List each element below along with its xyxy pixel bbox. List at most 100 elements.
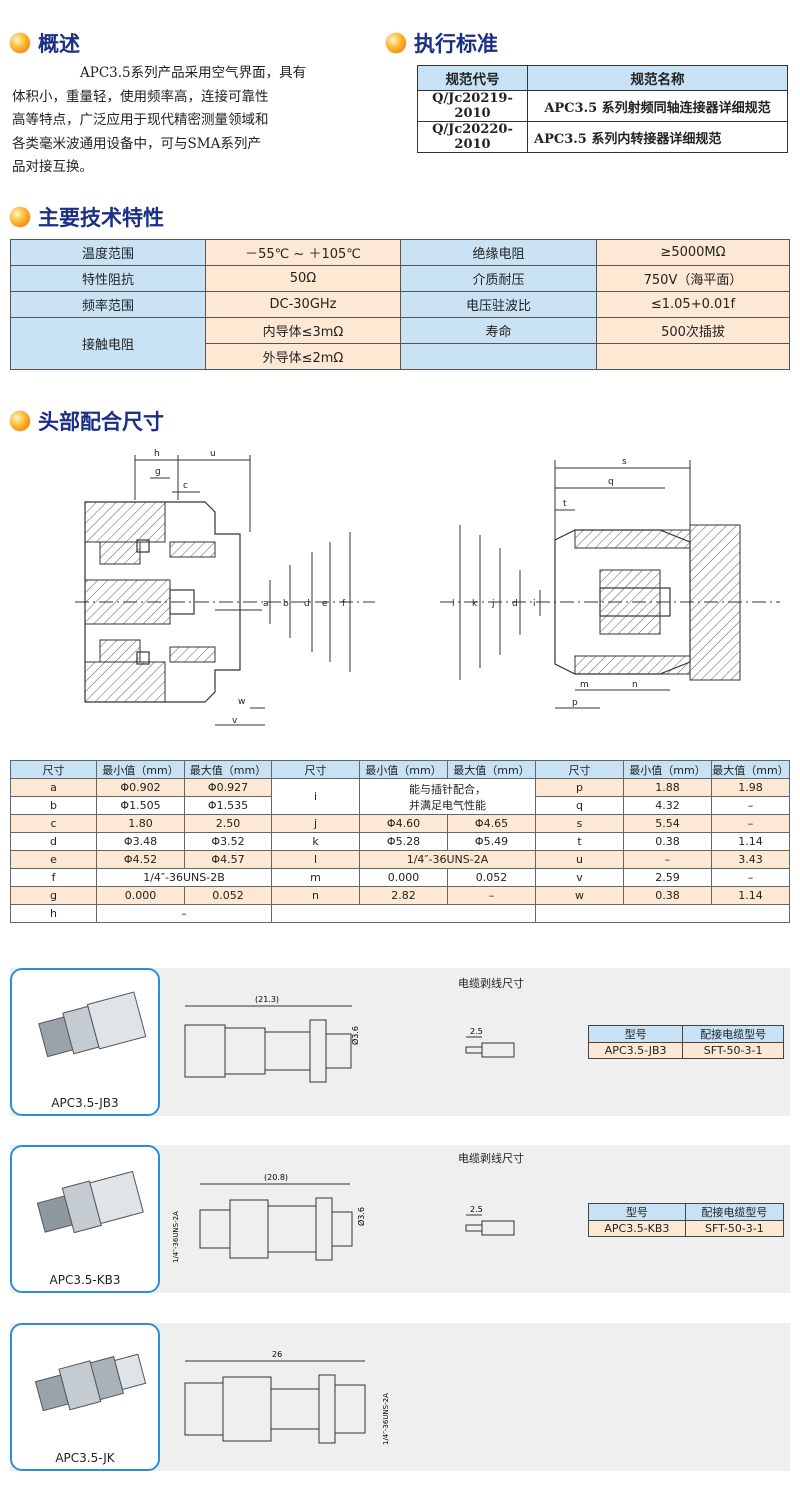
dia-dim: Ø3.6 xyxy=(356,1207,366,1226)
bullet-icon xyxy=(10,411,30,431)
dim-cell: 0.38 xyxy=(623,886,712,905)
feature-empty xyxy=(596,343,790,370)
dim-cell: – xyxy=(711,868,790,887)
feature-value: DC-30GHz xyxy=(205,291,401,318)
dim-cell: i xyxy=(271,778,360,815)
std-code: Q/Jc20219-2010 xyxy=(417,90,528,122)
oring-icon xyxy=(136,651,150,665)
product-photo-card[interactable]: APC3.5-JB3 xyxy=(10,968,160,1116)
feature-value: 外导体≤2mΩ xyxy=(205,343,401,370)
strip-drawing: 2.5 xyxy=(465,1027,515,1058)
dim-cell: Φ0.927 xyxy=(184,778,272,797)
feature-label: 寿命 xyxy=(400,317,597,344)
product-photo-card[interactable]: APC3.5-JK xyxy=(10,1323,160,1471)
dim-header: 尺寸 xyxy=(10,760,97,779)
thread-dim: 1/4″-36UNS-2A xyxy=(382,1393,390,1445)
feature-value: ≥5000MΩ xyxy=(596,239,790,266)
dim-cell: 2.59 xyxy=(623,868,712,887)
dim-cell: m xyxy=(271,868,360,887)
dim-cell: 5.54 xyxy=(623,814,712,833)
overview-line: APC3.5系列产品采用空气界面，具有 xyxy=(80,65,307,81)
dim-cell: – xyxy=(96,904,272,923)
bullet-icon xyxy=(10,207,30,227)
dim-cell: 1.88 xyxy=(623,778,712,797)
dim-label-e: e xyxy=(322,599,328,609)
dielectric-hatch xyxy=(99,639,141,663)
dim-cell: p xyxy=(535,778,624,797)
dim-label-w: w xyxy=(238,697,245,707)
product-name: APC3.5-JK xyxy=(55,1451,115,1465)
feature-label: 接触电阻 xyxy=(10,317,206,370)
dim-label-u: u xyxy=(210,449,216,459)
dim-header: 最大值（mm） xyxy=(711,760,790,779)
std-name: APC3.5 系列射频同轴连接器详细规范 xyxy=(527,90,788,122)
product-name: APC3.5-KB3 xyxy=(49,1273,121,1287)
bullet-icon xyxy=(10,33,30,53)
dim-cell: v xyxy=(535,868,624,887)
dim-header: 最小值（mm） xyxy=(623,760,712,779)
standards-table: 规范代号 规范名称 Q/Jc20219-2010 APC3.5 系列射频同轴连接… xyxy=(417,65,788,153)
body-hatch xyxy=(169,541,216,558)
body-hatch xyxy=(84,661,166,703)
dim-cell: u xyxy=(535,850,624,869)
feature-label: 绝缘电阻 xyxy=(400,239,597,266)
dim-cell: 1.98 xyxy=(711,778,790,797)
dim-cell: 4.32 xyxy=(623,796,712,815)
dim-cell: Φ5.49 xyxy=(447,832,536,851)
male-interface-drawing xyxy=(440,460,780,709)
feature-label: 温度范围 xyxy=(10,239,206,266)
strip-len: 2.5 xyxy=(470,1027,483,1036)
dim-cell: Φ3.52 xyxy=(184,832,272,851)
overview-line: 品对接互换。 xyxy=(12,159,93,175)
dim-label-n: n xyxy=(632,680,638,690)
connector-photo-icon xyxy=(34,1353,147,1412)
shell-hatch xyxy=(574,529,691,549)
dim-label-h: h xyxy=(154,449,160,459)
dim-label-a: a xyxy=(263,599,269,609)
section-title-mating: 头部配合尺寸 xyxy=(10,406,164,436)
dim-label-s: s xyxy=(622,457,627,467)
dim-header: 尺寸 xyxy=(271,760,360,779)
cable-cell: SFT-50-3-1 xyxy=(682,1042,784,1059)
dim-header: 尺寸 xyxy=(535,760,624,779)
dim-label-q: q xyxy=(608,477,614,487)
body-hatch xyxy=(84,501,166,543)
dim-label-v: v xyxy=(232,716,238,726)
dim-cell: Φ4.57 xyxy=(184,850,272,869)
dim-header: 最大值（mm） xyxy=(447,760,536,779)
product-drawing: 26 1/4″-36UNS-2A xyxy=(184,1350,390,1445)
connector-photo-icon xyxy=(38,991,147,1058)
length-dim: 26 xyxy=(272,1350,282,1359)
product-photo-card[interactable]: APC3.5-KB3 xyxy=(10,1145,160,1293)
dim-cell: 2.50 xyxy=(184,814,272,833)
strip-title: 电缆剥线尺寸 xyxy=(458,1152,524,1165)
dim-cell: Φ1.535 xyxy=(184,796,272,815)
dielectric-hatch xyxy=(599,569,661,635)
feature-value: 500次插拔 xyxy=(596,317,790,344)
right-dim-labels: s q t l k j d i m n p xyxy=(452,457,638,708)
dim-label-b: b xyxy=(283,599,289,609)
dimensions-table: 尺寸 最小值（mm） 最大值（mm） 尺寸 最小值（mm） 最大值（mm） 尺寸… xyxy=(10,760,790,923)
overview-line: 各类毫米波通用设备中，可与SMA系列产 xyxy=(12,135,261,152)
dim-cell: a xyxy=(10,778,97,797)
strip-drawing: 2.5 xyxy=(465,1205,515,1236)
product-name: APC3.5-JB3 xyxy=(51,1096,119,1110)
cable-header: 型号 xyxy=(587,1025,684,1043)
connector-photo-icon xyxy=(36,1170,144,1234)
pin-socket xyxy=(169,589,195,615)
dim-cell: s xyxy=(535,814,624,833)
section-title-standard: 执行标准 xyxy=(386,28,498,58)
dim-cell: e xyxy=(10,850,97,869)
feature-value: 50Ω xyxy=(205,265,401,292)
dim-cell: b xyxy=(10,796,97,815)
female-interface-drawing xyxy=(75,455,375,726)
dim-label-d: d xyxy=(512,599,518,609)
dim-cell-empty xyxy=(535,904,790,923)
dim-cell: Φ0.902 xyxy=(96,778,185,797)
dim-cell: – xyxy=(623,850,712,869)
std-name: APC3.5 系列内转接器详细规范 xyxy=(527,121,788,153)
strip-len: 2.5 xyxy=(470,1205,483,1214)
feature-label: 特性阻抗 xyxy=(10,265,206,292)
contact-hatch xyxy=(84,579,171,625)
dim-cell: 1.14 xyxy=(711,886,790,905)
